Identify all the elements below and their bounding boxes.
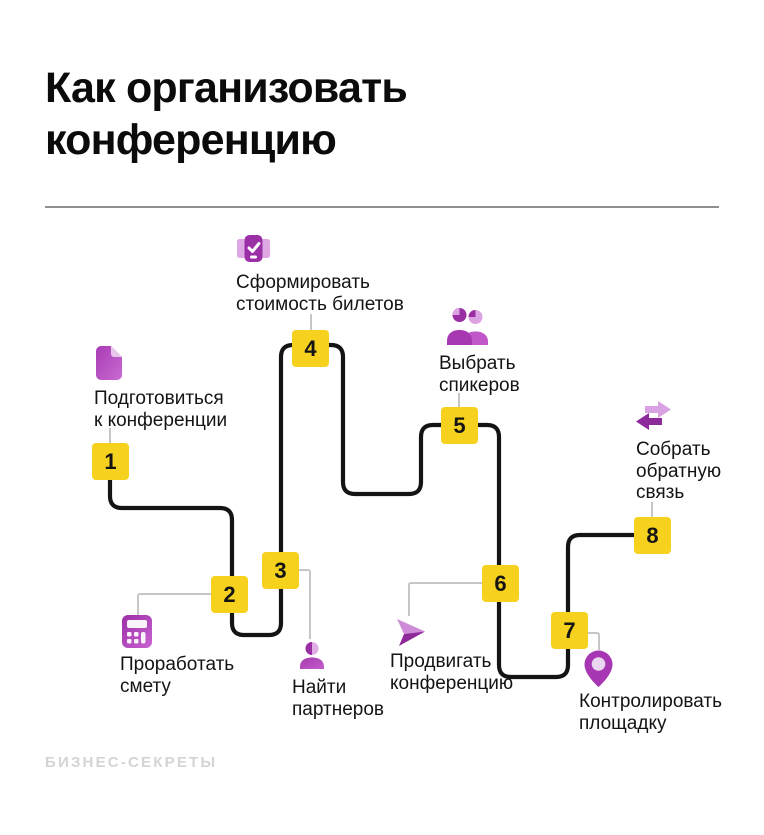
step-label-1: Подготовиться к конференции [94, 388, 228, 431]
step-label-7: Контролировать площадку [579, 691, 723, 734]
step-number-1: 1 [104, 448, 117, 474]
connector-step7 [588, 632, 600, 650]
step-square-4: 4 [292, 330, 329, 367]
connector-step3 [298, 569, 311, 639]
step-square-7: 7 [551, 612, 588, 649]
document-icon [96, 346, 122, 380]
step-square-3: 3 [262, 552, 299, 589]
step-label-6: Продвигать конференцию [390, 651, 514, 694]
brand-watermark: БИЗНЕС-СЕКРЕТЫ [45, 754, 218, 771]
ticket-check-icon [237, 235, 270, 262]
swap-arrows-icon [636, 401, 671, 430]
step-label-5: Выбрать спикеров [439, 353, 520, 396]
divider-line [45, 206, 719, 208]
calculator-icon [122, 615, 152, 648]
step-number-7: 7 [563, 617, 576, 643]
location-pin-icon [584, 650, 613, 687]
step-square-5: 5 [441, 407, 478, 444]
connector-step6 [408, 582, 482, 616]
step-number-4: 4 [304, 335, 317, 361]
person-icon [300, 642, 324, 669]
step-square-2: 2 [211, 576, 248, 613]
step-label-4: Сформировать стоимость билетов [236, 272, 404, 315]
step-label-8: Собрать обратную связь [636, 439, 722, 503]
step-label-2: Проработать смету [120, 654, 235, 697]
speakers-people-icon [447, 308, 488, 345]
step-square-8: 8 [634, 517, 671, 554]
step-number-2: 2 [223, 581, 236, 607]
step-label-3: Найти партнеров [292, 677, 384, 720]
step-number-8: 8 [646, 522, 659, 548]
step-number-3: 3 [274, 557, 287, 583]
page-title: Как организовать конференцию [45, 64, 408, 164]
step-number-5: 5 [453, 412, 466, 438]
step-number-6: 6 [494, 570, 507, 596]
step-square-1: 1 [92, 443, 129, 480]
step-square-6: 6 [482, 565, 519, 602]
send-plane-icon [397, 619, 425, 646]
connector-step2 [137, 593, 211, 624]
main-route-path [107, 342, 655, 680]
